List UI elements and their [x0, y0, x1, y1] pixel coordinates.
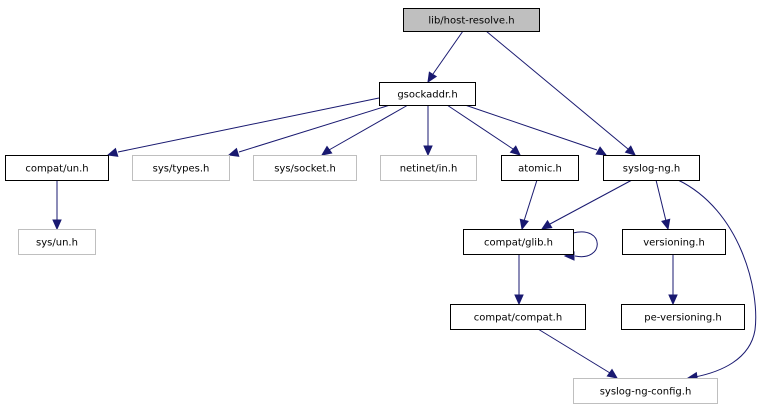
edge-line — [432, 30, 464, 75]
node-box — [573, 378, 718, 404]
node-atomic[interactable]: atomic.h — [501, 155, 579, 181]
node-label: syslog-ng.h — [623, 164, 680, 175]
edge-host-resolve-to-gsockaddr — [427, 30, 464, 84]
arrowhead-icon — [52, 219, 62, 231]
edges-layer — [52, 30, 757, 382]
node-sys-socket: sys/socket.h — [253, 155, 357, 181]
node-box — [5, 155, 109, 181]
node-box — [253, 155, 357, 181]
edge-line — [572, 231, 598, 258]
node-box — [403, 8, 540, 32]
edge-line — [238, 104, 391, 153]
nodes-layer: lib/host-resolve.h gsockaddr.h compat/un.h… — [5, 8, 745, 404]
node-label: compat/un.h — [25, 164, 88, 175]
arrowhead-icon — [519, 218, 529, 231]
node-netinet-in: netinet/in.h — [380, 155, 477, 181]
edge-compat-compat-to-syslog-ng-config — [537, 328, 619, 379]
node-box — [379, 82, 476, 106]
edge-gsockaddr-to-compat-un — [106, 97, 380, 157]
edge-gsockaddr-to-syslog-ng — [464, 104, 608, 156]
edge-syslog-ng-to-syslog-ng-config — [677, 179, 757, 382]
node-box — [501, 155, 579, 181]
node-versioning[interactable]: versioning.h — [622, 229, 726, 255]
node-compat-compat[interactable]: compat/compat.h — [450, 304, 586, 330]
node-box — [380, 155, 477, 181]
edge-syslog-ng-to-compat-glib — [540, 179, 633, 230]
arrowhead-icon — [595, 146, 608, 156]
edge-versioning-to-pe-versioning — [668, 254, 678, 306]
node-label: netinet/in.h — [400, 164, 458, 175]
node-host-resolve[interactable]: lib/host-resolve.h — [403, 8, 540, 32]
node-label: gsockaddr.h — [397, 90, 457, 101]
edge-syslog-ng-to-versioning — [655, 179, 671, 231]
node-label: compat/compat.h — [474, 313, 562, 324]
edge-atomic-to-compat-glib — [519, 179, 538, 231]
edge-gsockaddr-to-sys-socket — [320, 104, 409, 156]
node-syslog-ng[interactable]: syslog-ng.h — [603, 155, 700, 181]
node-box — [621, 304, 745, 330]
node-compat-un[interactable]: compat/un.h — [5, 155, 109, 181]
node-label: versioning.h — [643, 238, 705, 249]
edge-line — [549, 179, 633, 225]
edge-host-resolve-to-syslog-ng — [485, 30, 636, 156]
edge-gsockaddr-to-atomic — [446, 104, 521, 156]
node-label: compat/glib.h — [484, 238, 553, 249]
edge-line — [117, 97, 380, 153]
arrowhead-icon — [509, 145, 521, 156]
edge-line — [464, 104, 598, 151]
edge-line — [523, 179, 538, 222]
edge-compat-glib-to-compat-compat — [514, 254, 524, 306]
edge-line — [655, 179, 667, 222]
node-label: sys/un.h — [36, 238, 78, 249]
edge-gsockaddr-to-netinet-in — [423, 105, 433, 157]
node-label: sys/types.h — [153, 164, 210, 175]
node-box — [603, 155, 700, 181]
edge-compat-un-to-sys-un — [52, 180, 62, 231]
node-label: atomic.h — [518, 164, 562, 175]
arrowhead-icon — [540, 219, 553, 230]
arrowhead-icon — [227, 147, 240, 157]
edge-line — [485, 30, 629, 150]
node-box — [622, 229, 726, 255]
edge-line — [446, 104, 514, 150]
node-syslog-ng-config: syslog-ng-config.h — [573, 378, 718, 404]
node-box — [450, 304, 586, 330]
arrowhead-icon — [661, 218, 671, 231]
node-sys-types: sys/types.h — [132, 155, 230, 181]
arrowhead-icon — [514, 294, 524, 306]
edge-line — [677, 179, 757, 378]
edge-line — [328, 104, 409, 151]
arrowhead-icon — [427, 71, 438, 84]
arrowhead-icon — [668, 294, 678, 306]
arrowhead-icon — [624, 145, 636, 156]
node-pe-versioning[interactable]: pe-versioning.h — [621, 304, 745, 330]
node-label: syslog-ng-config.h — [600, 387, 692, 398]
arrowhead-icon — [320, 145, 333, 156]
node-compat-glib[interactable]: compat/glib.h — [463, 229, 574, 255]
node-label: pe-versioning.h — [644, 313, 721, 324]
edge-line — [537, 328, 611, 374]
node-label: lib/host-resolve.h — [428, 16, 514, 27]
arrowhead-icon — [423, 145, 433, 157]
arrowhead-icon — [106, 147, 119, 157]
edge-gsockaddr-to-sys-types — [227, 104, 391, 157]
node-box — [18, 229, 96, 255]
arrowhead-icon — [606, 368, 619, 379]
node-box — [463, 229, 574, 255]
node-sys-un: sys/un.h — [18, 229, 96, 255]
node-label: sys/socket.h — [274, 164, 336, 175]
node-gsockaddr[interactable]: gsockaddr.h — [379, 82, 476, 106]
node-box — [132, 155, 230, 181]
